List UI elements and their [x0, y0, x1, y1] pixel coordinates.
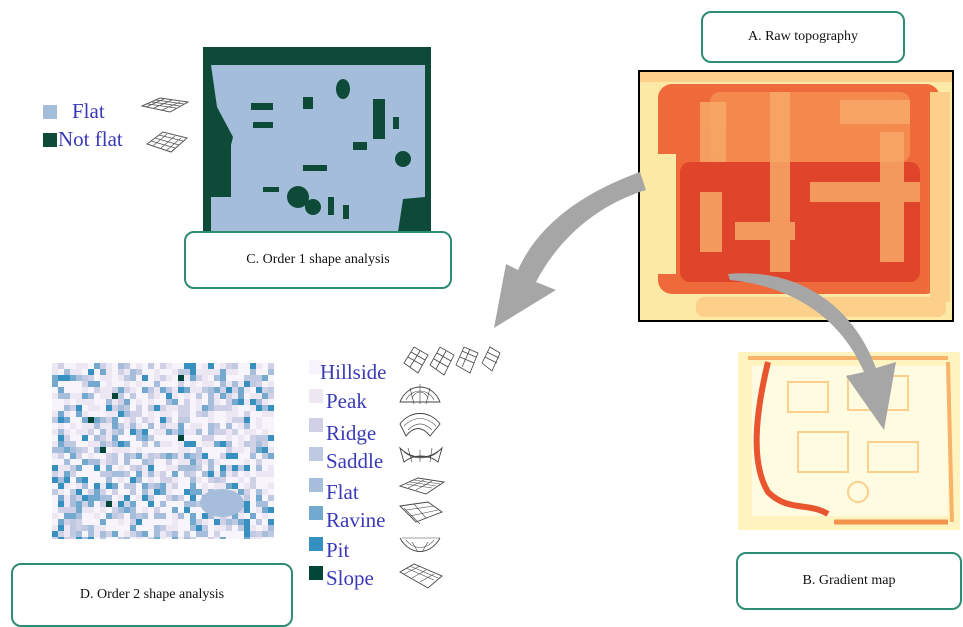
order1-label: C. Order 1 shape analysis — [184, 231, 452, 289]
legend2-swatch-saddle — [309, 447, 323, 461]
raw-topography-map — [638, 70, 954, 322]
legend1-label-flat: Flat — [72, 99, 105, 123]
arrow-to-gradient — [728, 273, 896, 430]
flat-mesh-icon — [140, 97, 190, 113]
legend2-swatch-flat — [309, 478, 323, 492]
legend2-label-flat: Flat — [326, 480, 359, 504]
gradient-map — [738, 352, 960, 530]
legend2-swatch-peak — [309, 389, 323, 403]
legend2-swatch-ravine — [309, 506, 323, 520]
hillside-mesh-icons — [403, 346, 501, 376]
order1-shape-map — [203, 47, 431, 243]
peak-mesh-icon — [399, 384, 441, 405]
legend2-label-ridge: Ridge — [326, 421, 377, 445]
legend2-label-pit: Pit — [326, 538, 350, 562]
pit-mesh-icon — [399, 537, 441, 553]
legend1-label-not-flat: Not flat — [58, 127, 123, 151]
slope-mesh-icon — [399, 563, 443, 589]
order2-label: D. Order 2 shape analysis — [11, 563, 293, 627]
saddle-mesh-icon — [399, 446, 443, 463]
flat2-mesh-icon — [398, 477, 446, 495]
gradient-map-label: B. Gradient map — [736, 552, 962, 610]
legend2-swatch-hillside — [309, 360, 323, 374]
legend2-swatch-slope — [309, 566, 323, 580]
arrow-to-order2 — [494, 172, 646, 328]
legend2-label-slope: Slope — [326, 566, 374, 590]
ravine-mesh-icon — [399, 501, 443, 525]
legend1-swatch-not-flat — [43, 133, 57, 147]
order2-shape-map — [52, 363, 274, 539]
raw-topography-label: A. Raw topography — [701, 11, 905, 63]
legend2-label-peak: Peak — [326, 389, 367, 413]
legend2-swatch-pit — [309, 537, 323, 551]
legend2-label-ravine: Ravine — [326, 508, 386, 532]
legend1-swatch-flat — [43, 105, 57, 119]
not-flat-mesh-icon — [145, 131, 189, 153]
ridge-mesh-icon — [399, 413, 441, 437]
legend2-swatch-ridge — [309, 418, 323, 432]
legend2-label-saddle: Saddle — [326, 449, 384, 473]
legend2-label-hillside: Hillside — [320, 360, 387, 384]
